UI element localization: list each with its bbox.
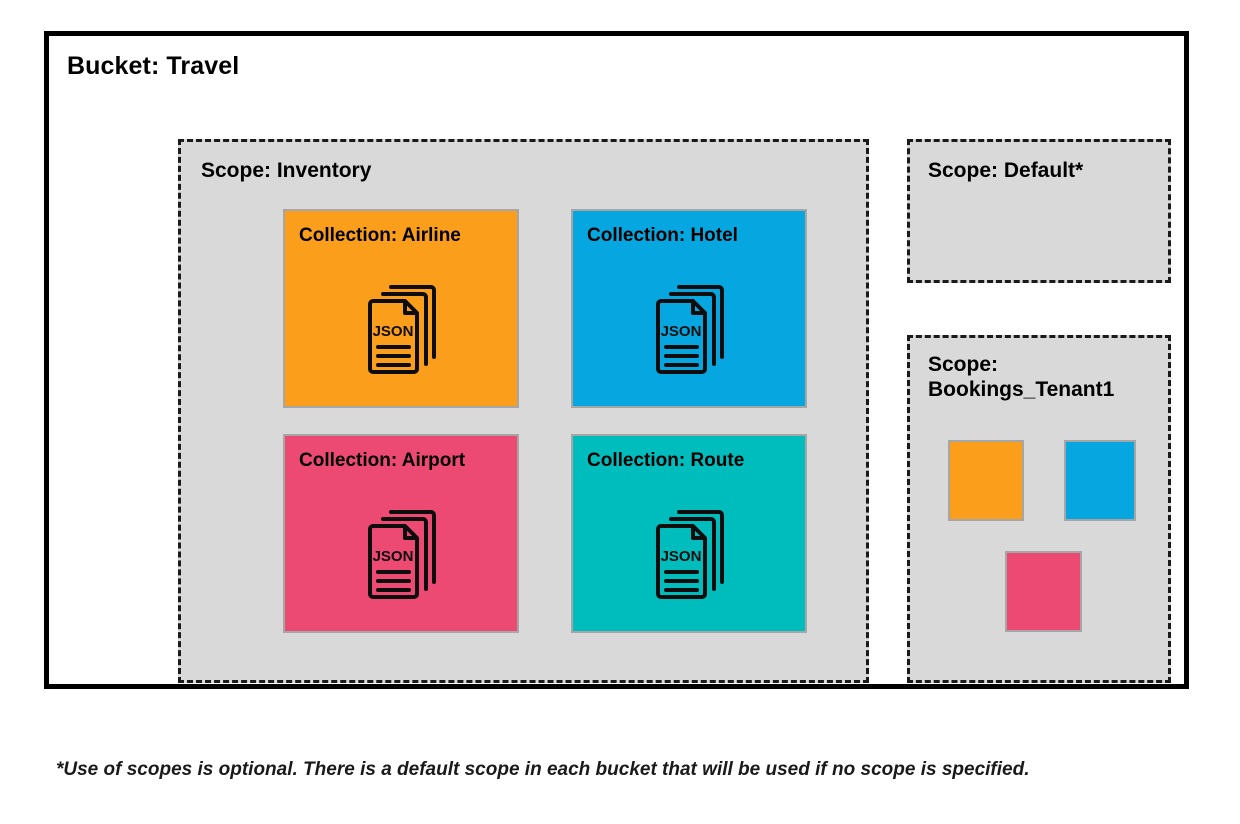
collection-card-route[interactable]: Collection: Route JSON bbox=[571, 434, 807, 633]
scope-bookings-tenant1-title: Scope: Bookings_Tenant1 bbox=[928, 353, 1115, 401]
svg-text:JSON: JSON bbox=[373, 323, 414, 340]
collection-label-airline: Collection: Airline bbox=[299, 225, 461, 246]
bucket-title: Bucket: Travel bbox=[67, 52, 240, 80]
collection-swatch-blue[interactable] bbox=[1064, 440, 1136, 521]
svg-text:JSON: JSON bbox=[661, 548, 702, 565]
svg-text:JSON: JSON bbox=[373, 548, 414, 565]
scope-inventory: Scope: Inventory Collection: Airline JSO… bbox=[178, 139, 869, 683]
collection-label-route: Collection: Route bbox=[587, 450, 745, 471]
json-documents-icon: JSON bbox=[643, 498, 735, 602]
collection-label-airport: Collection: Airport bbox=[299, 450, 466, 471]
svg-text:JSON: JSON bbox=[661, 323, 702, 340]
scope-default-title: Scope: Default* bbox=[928, 159, 1084, 182]
scope-bookings-tenant1: Scope: Bookings_Tenant1 bbox=[907, 335, 1171, 683]
footnote-text: *Use of scopes is optional. There is a d… bbox=[56, 759, 1030, 780]
collection-card-hotel[interactable]: Collection: Hotel JSON bbox=[571, 209, 807, 408]
collection-label-hotel: Collection: Hotel bbox=[587, 225, 738, 246]
collection-swatch-pink[interactable] bbox=[1005, 551, 1082, 632]
scope-inventory-title: Scope: Inventory bbox=[201, 159, 372, 182]
json-documents-icon: JSON bbox=[643, 273, 735, 377]
json-documents-icon: JSON bbox=[355, 273, 447, 377]
bucket-container: Bucket: Travel Scope: Inventory Collecti… bbox=[44, 31, 1189, 689]
scope-default: Scope: Default* bbox=[907, 139, 1171, 283]
json-documents-icon: JSON bbox=[355, 498, 447, 602]
collection-card-airline[interactable]: Collection: Airline JSON bbox=[283, 209, 519, 408]
collection-swatch-orange[interactable] bbox=[948, 440, 1024, 521]
collection-card-airport[interactable]: Collection: Airport JSON bbox=[283, 434, 519, 633]
